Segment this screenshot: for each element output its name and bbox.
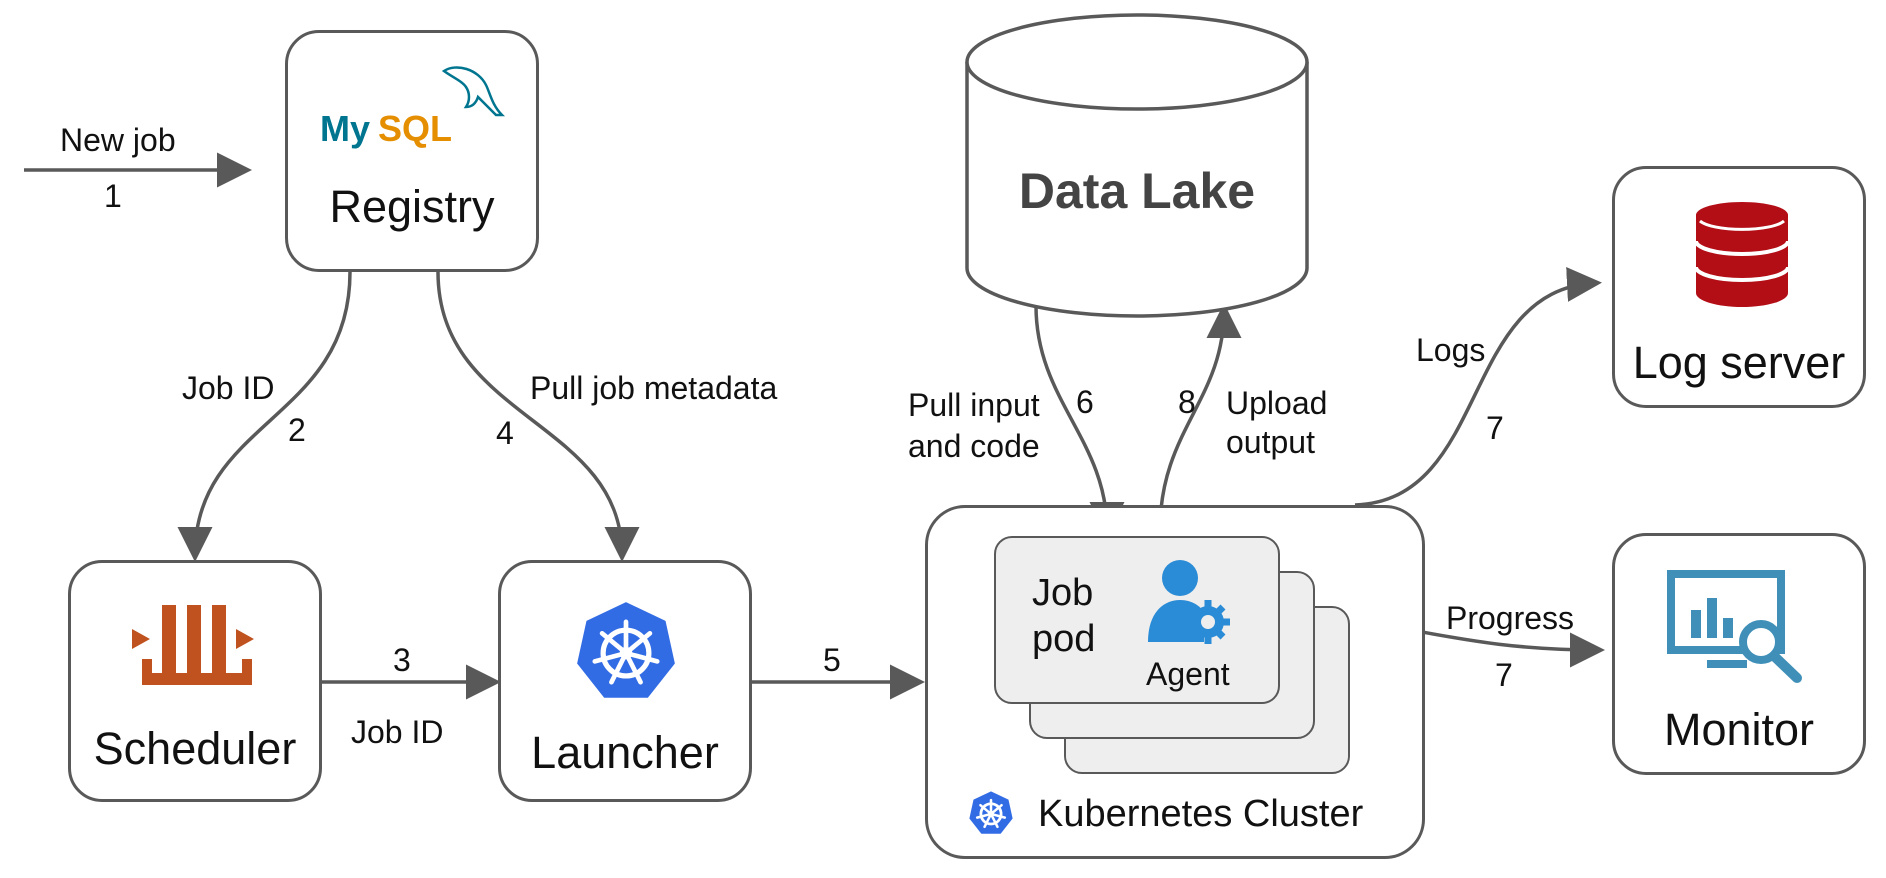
mysql-logo-icon: My SQL xyxy=(320,66,506,149)
job-pod-label-line1: Job xyxy=(1032,572,1094,614)
monitor-node: Monitor xyxy=(1612,533,1866,775)
launcher-label: Launcher xyxy=(531,727,719,778)
scheduler-icon xyxy=(132,605,254,685)
edge-num-7-progress: 7 xyxy=(1495,657,1513,693)
edge-registry-scheduler xyxy=(177,271,352,562)
edge-label-job-id-3: Job ID xyxy=(351,714,444,750)
registry-node: My SQL Registry xyxy=(285,30,539,272)
scheduler-label: Scheduler xyxy=(93,723,297,774)
edge-num-4: 4 xyxy=(496,415,514,451)
svg-text:My: My xyxy=(320,108,370,149)
edge-datalake-pod xyxy=(1034,305,1125,537)
kubernetes-icon xyxy=(577,602,675,698)
cluster-node: Job pod Agent xyxy=(925,505,1425,859)
data-lake-label: Data Lake xyxy=(1018,163,1256,219)
registry-label: Registry xyxy=(329,181,495,232)
edge-num-2: 2 xyxy=(288,412,306,448)
edge-label-upload-1: Upload xyxy=(1226,385,1328,421)
edge-pod-datalake xyxy=(1158,303,1242,531)
edge-num-7-logs: 7 xyxy=(1486,410,1504,446)
edge-label-progress: Progress xyxy=(1446,600,1575,636)
edge-label-pull-input-1: Pull input xyxy=(908,387,1040,423)
cluster-kubernetes-icon xyxy=(969,791,1013,834)
log-server-label: Log server xyxy=(1632,337,1846,388)
data-lake-node xyxy=(965,13,1309,318)
edge-label-pull-metadata: Pull job metadata xyxy=(530,370,778,406)
agent-label: Agent xyxy=(1146,656,1230,692)
database-icon xyxy=(1694,202,1790,307)
monitor-label: Monitor xyxy=(1663,704,1815,755)
edge-num-8: 8 xyxy=(1178,384,1196,420)
svg-text:SQL: SQL xyxy=(378,108,452,149)
edge-num-5: 5 xyxy=(823,642,841,678)
edge-label-upload-2: output xyxy=(1226,424,1315,460)
scheduler-node: Scheduler xyxy=(68,560,322,802)
edge-label-pull-input-2: and code xyxy=(908,428,1040,464)
edge-label-new-job: New job xyxy=(60,122,176,158)
edge-num-1: 1 xyxy=(104,178,122,214)
launcher-node: Launcher xyxy=(498,560,752,802)
job-pod: Job pod Agent xyxy=(994,536,1280,704)
edge-num-3: 3 xyxy=(393,642,411,678)
edge-registry-launcher xyxy=(436,271,640,562)
job-pod-label-line2: pod xyxy=(1032,618,1096,660)
cluster-label: Kubernetes Cluster xyxy=(1038,793,1364,835)
edge-num-6: 6 xyxy=(1076,384,1094,420)
edge-label-logs: Logs xyxy=(1416,332,1486,368)
monitor-icon xyxy=(1667,570,1802,683)
edge-label-job-id-2: Job ID xyxy=(182,370,275,406)
log-server-node: Log server xyxy=(1612,166,1866,408)
agent-icon xyxy=(1148,560,1230,644)
edge-cluster-logserver xyxy=(1354,267,1602,507)
